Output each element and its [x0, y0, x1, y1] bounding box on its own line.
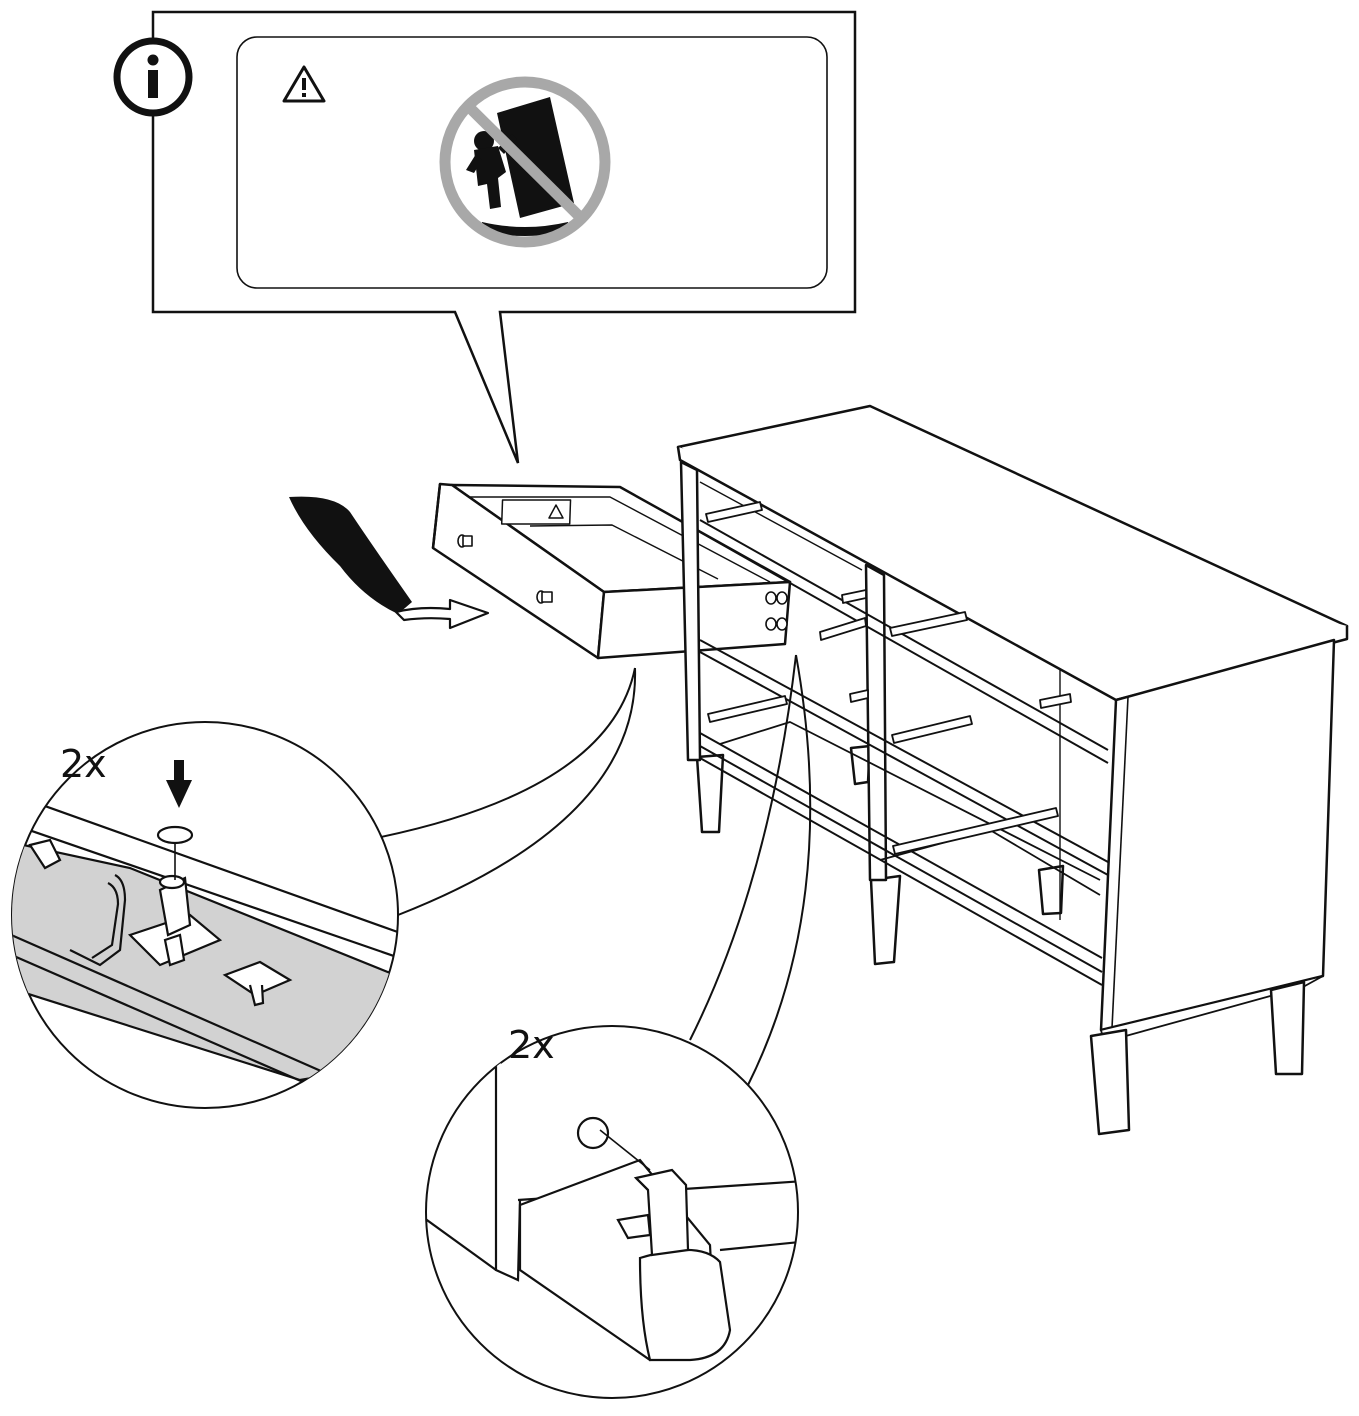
drawer-dowel: [457, 534, 553, 604]
drawer-front-pins: [765, 591, 788, 631]
safety-callout: [113, 10, 857, 464]
drawer-runners: [705, 501, 1072, 855]
quantity-label: 2x: [60, 742, 107, 786]
detail-drawer-pin: 2x: [425, 1023, 799, 1399]
down-arrow-icon: [166, 760, 192, 808]
curved-arrow-icon: [289, 496, 490, 630]
detail-leader-right: [689, 654, 797, 1041]
detail-runner-screw: 2x: [11, 721, 399, 1109]
detail-leader-right-2: [747, 654, 812, 1086]
detail-leader-left-2: [397, 667, 637, 916]
no-climbing-prohibition-icon: [439, 76, 611, 248]
detail-leader-left: [375, 667, 636, 839]
warning-triangle-icon: [282, 65, 326, 103]
dresser: [676, 404, 1349, 1136]
quantity-label: 2x: [508, 1023, 555, 1067]
info-icon: [113, 37, 193, 117]
